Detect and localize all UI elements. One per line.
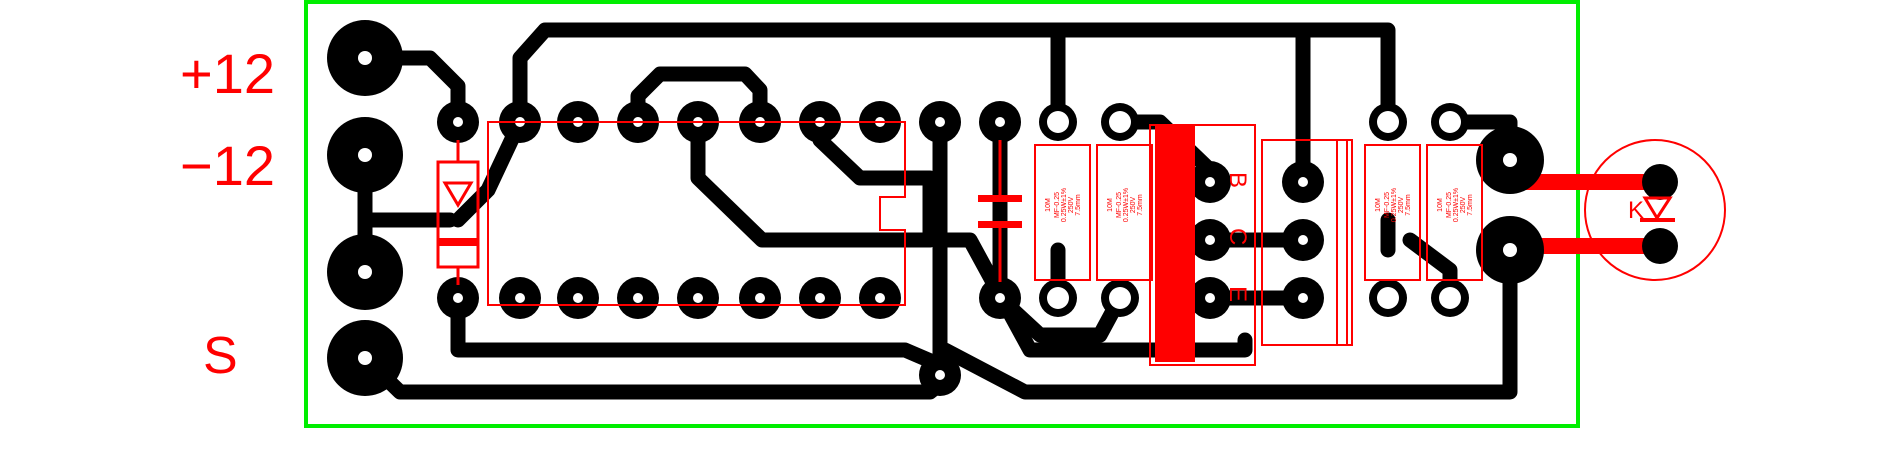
pin-label-c: C [1224,228,1251,245]
pin-label-e: E [1224,286,1251,302]
svg-text:10M: 10M [1107,198,1114,212]
svg-text:0.25W±1%: 0.25W±1% [1453,188,1460,222]
transistor-tab [1155,125,1195,362]
svg-text:10M: 10M [1437,198,1444,212]
led-triangle [1642,196,1673,221]
diode-band [438,238,478,246]
svg-text:MF-0.25: MF-0.25 [1384,192,1391,218]
svg-text:250V: 250V [1398,197,1405,214]
svg-text:7.5mm: 7.5mm [1075,194,1082,216]
svg-text:0.25W±1%: 0.25W±1% [1391,188,1398,222]
svg-text:7.5mm: 7.5mm [1405,194,1412,216]
transistor-outline [1149,124,1256,366]
capacitor-plate-bottom [978,221,1022,228]
svg-text:MF-0.25: MF-0.25 [1054,192,1061,218]
copper-traces [357,22,1518,400]
svg-text:7.5mm: 7.5mm [1467,194,1474,216]
led-outline [1584,139,1726,281]
svg-text:0.25W±1%: 0.25W±1% [1061,188,1068,222]
svg-text:7.5mm: 7.5mm [1137,194,1144,216]
label-plus12: +12 [180,42,275,105]
svg-text:250V: 250V [1460,197,1467,214]
led-label: K [1628,197,1644,224]
svg-text:250V: 250V [1068,197,1075,214]
board-outline [304,0,1580,428]
svg-text:10M: 10M [1045,198,1052,212]
silkscreen [436,121,1726,366]
svg-text:0.25W±1%: 0.25W±1% [1123,188,1130,222]
svg-text:250V: 250V [1130,197,1137,214]
svg-text:MF-0.25: MF-0.25 [1446,192,1453,218]
label-minus12: −12 [180,134,275,197]
resistor-markings: 10M MF-0.25 0.25W±1% 250V 7.5mm 10M MF-0… [1045,188,1474,222]
label-signal: S [203,327,238,385]
pin-label-b: B [1224,172,1251,188]
capacitor-plate-top [978,195,1022,202]
svg-text:10M: 10M [1375,198,1382,212]
svg-text:MF-0.25: MF-0.25 [1116,192,1123,218]
ic-outline [487,121,906,306]
diode-triangle [442,181,474,208]
